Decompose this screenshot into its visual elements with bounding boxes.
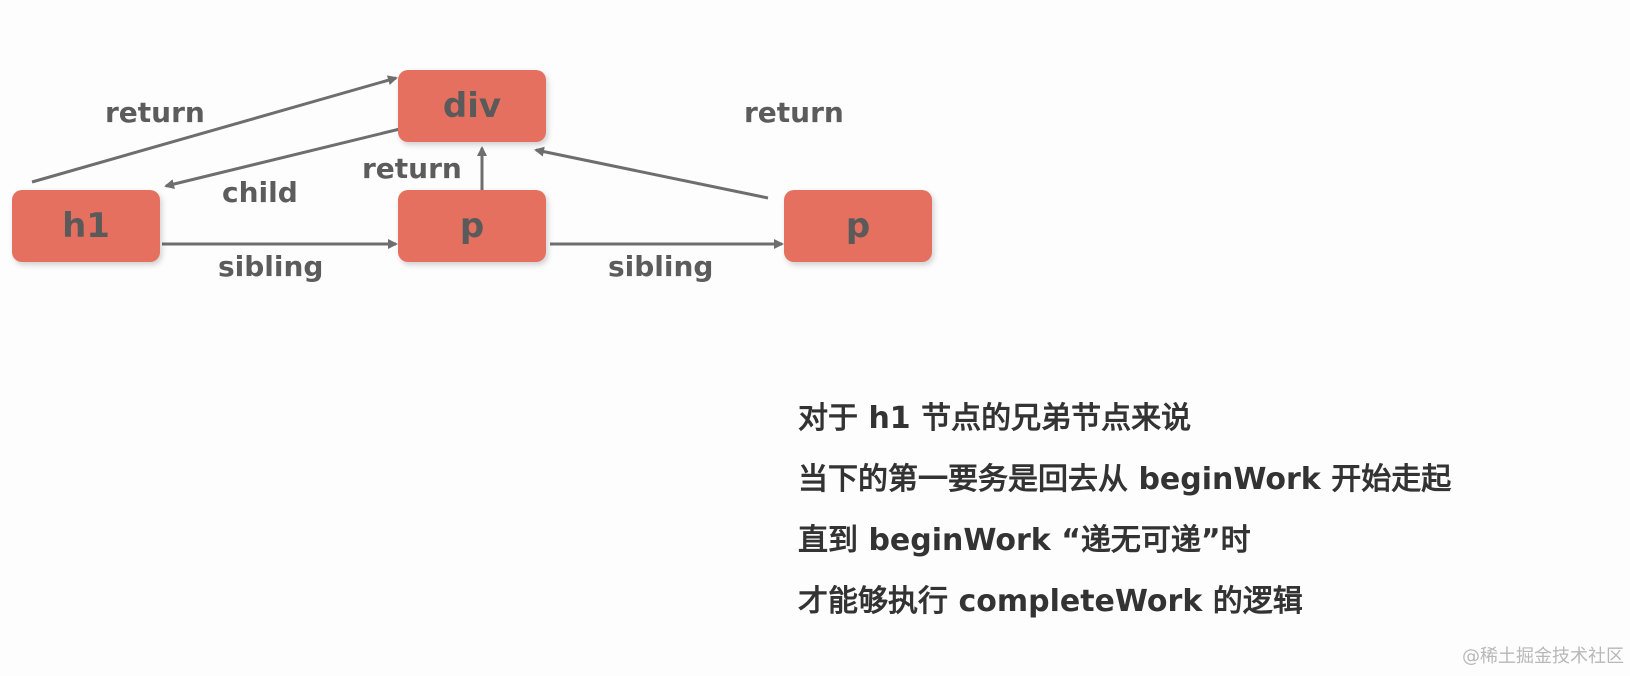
node-h1: h1: [12, 190, 160, 262]
label-p1-sibling: sibling: [608, 250, 714, 283]
edge-h1-return: [31, 75, 398, 184]
caption-block: 对于 h1 节点的兄弟节点来说 当下的第一要务是回去从 beginWork 开始…: [798, 396, 1618, 640]
caption-line-4: 才能够执行 completeWork 的逻辑: [798, 584, 1303, 619]
label-p2-return: return: [744, 96, 844, 129]
watermark: @稀土掘金技术社区: [1462, 646, 1624, 667]
edge-div-child: [164, 126, 405, 189]
node-p-2: p: [784, 190, 932, 262]
node-p-1: p: [398, 190, 546, 262]
label-p1-return: return: [362, 152, 462, 185]
label-h1-return: return: [105, 96, 205, 129]
label-div-child: child: [222, 176, 298, 209]
caption-line-1: 对于 h1 节点的兄弟节点来说: [798, 401, 1192, 436]
node-div: div: [398, 70, 546, 142]
caption-line-2: 当下的第一要务是回去从 beginWork 开始走起: [798, 462, 1452, 497]
edge-p2-return: [534, 146, 769, 200]
caption-line-3: 直到 beginWork “递无可递”时: [798, 523, 1251, 558]
label-h1-sibling: sibling: [218, 250, 324, 283]
